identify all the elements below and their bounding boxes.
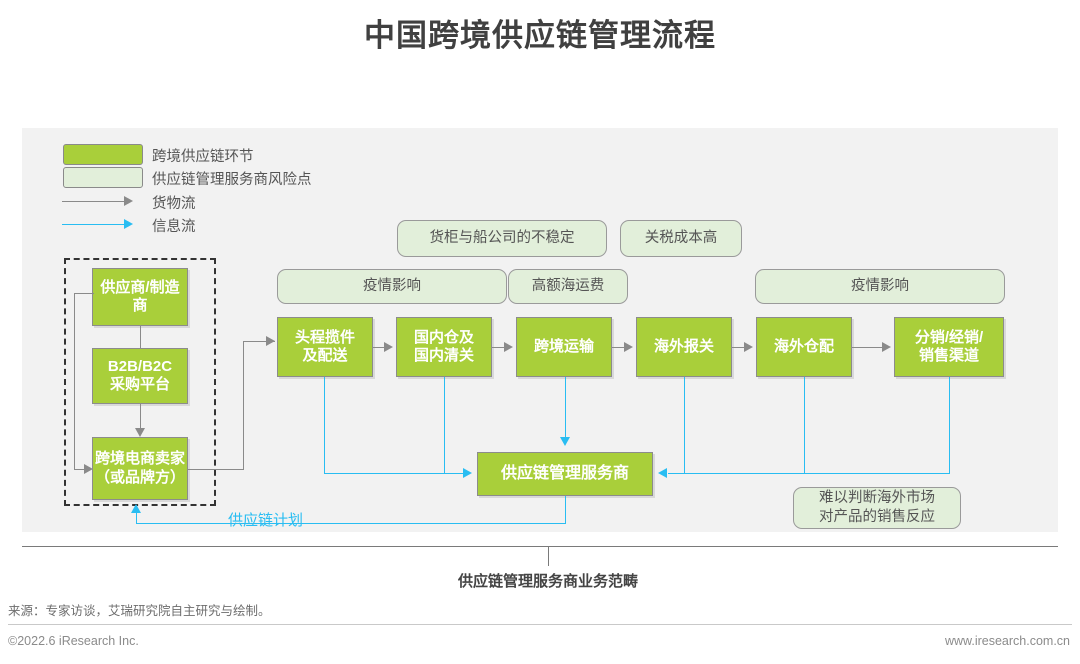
connector-supplier-loop-bottom <box>74 469 88 470</box>
scope-bracket-label: 供应链管理服务商业务范畴 <box>457 573 638 590</box>
legend-arrow-info-head-icon <box>124 219 133 229</box>
connector-seller-up <box>243 341 244 470</box>
infoflow-distribution-down <box>949 377 950 473</box>
node-overseas-declaration-label: 海外报关 <box>653 337 714 355</box>
node-domestic-warehouse[interactable]: 国内仓及 国内清关 <box>396 317 492 377</box>
node-hub-service-provider[interactable]: 供应链管理服务商 <box>477 452 653 496</box>
node-supplier-label: 供应商/制造商 <box>100 278 180 314</box>
connector-p1-p2 <box>373 347 387 348</box>
infoflow-plan-up <box>136 513 137 524</box>
node-seller[interactable]: 跨境电商卖家（或品牌方） <box>92 437 188 500</box>
connector-supplier-loop-side <box>74 293 75 469</box>
node-distribution[interactable]: 分销/经销/ 销售渠道 <box>894 317 1004 377</box>
risk-tariff-label: 关税成本高 <box>644 230 718 247</box>
risk-container-label: 货柜与船公司的不稳定 <box>429 230 575 247</box>
connector-supplier-loop-arrow-icon <box>84 464 93 474</box>
node-overseas-warehouse[interactable]: 海外仓配 <box>756 317 852 377</box>
connector-seller-to-firstmile <box>243 341 275 342</box>
risk-freight: 高额海运费 <box>508 269 628 304</box>
risk-freight-label: 高额海运费 <box>531 278 605 295</box>
legend-arrow-info-icon <box>62 224 124 225</box>
node-hub-label: 供应链管理服务商 <box>500 465 629 483</box>
legend-label-info: 信息流 <box>152 219 196 235</box>
legend-arrow-goods-head-icon <box>124 196 133 206</box>
infoflow-plan-arrow-icon <box>131 504 141 513</box>
node-distribution-label: 分销/经销/ 销售渠道 <box>914 328 984 364</box>
connector-supplier-loop-top <box>74 293 94 294</box>
connector-seller-out <box>188 469 244 470</box>
connector-p5-p6-arrow-icon <box>882 342 891 352</box>
legend-swatch-risk <box>63 167 143 188</box>
connector-p4-p5-arrow-icon <box>744 342 753 352</box>
connector-p2-p3 <box>492 347 506 348</box>
legend-label-node: 跨境供应链环节 <box>152 149 254 165</box>
infoflow-right-to-hub <box>668 473 950 474</box>
scope-bracket-tick <box>548 546 549 566</box>
risk-epidemic-right: 疫情影响 <box>755 269 1005 304</box>
node-purchase-platform[interactable]: B2B/B2C 采购平台 <box>92 348 188 404</box>
supply-chain-plan-label: 供应链计划 <box>228 512 304 529</box>
infoflow-domestic-down <box>444 377 445 473</box>
infoflow-transport-arrow-icon <box>560 437 570 446</box>
website-url: www.iresearch.com.cn <box>944 634 1070 648</box>
page-title: 中国跨境供应链管理流程 <box>364 18 716 53</box>
connector-p5-p6 <box>852 347 882 348</box>
risk-market-label: 难以判断海外市场 对产品的销售反应 <box>819 490 935 525</box>
node-first-mile[interactable]: 头程揽件 及配送 <box>277 317 373 377</box>
node-overseas-declaration[interactable]: 海外报关 <box>636 317 732 377</box>
source-note: 来源：专家访谈，艾瑞研究院自主研究与绘制。 <box>8 604 271 618</box>
connector-p4-p5 <box>732 347 746 348</box>
node-domestic-warehouse-label: 国内仓及 国内清关 <box>413 328 474 364</box>
connector-supplier-to-platform <box>140 326 141 348</box>
node-cross-border-transport-label: 跨境运输 <box>533 337 594 355</box>
risk-epidemic-right-label: 疫情影响 <box>851 278 909 295</box>
connector-p3-p4-arrow-icon <box>624 342 633 352</box>
infoflow-firstmile-down <box>324 377 325 473</box>
risk-container: 货柜与船公司的不稳定 <box>397 220 607 257</box>
risk-tariff: 关税成本高 <box>620 220 742 257</box>
scope-bracket <box>22 546 1058 547</box>
footer-divider <box>8 624 1072 625</box>
node-overseas-warehouse-label: 海外仓配 <box>773 337 834 355</box>
connector-platform-to-seller-arrow-icon <box>135 428 145 437</box>
connector-p3-p4 <box>612 347 626 348</box>
infoflow-left-to-hub-arrow-icon <box>463 468 472 478</box>
node-supplier[interactable]: 供应商/制造商 <box>92 268 188 326</box>
risk-epidemic-left: 疫情影响 <box>277 269 507 304</box>
connector-seller-to-firstmile-arrow-icon <box>266 336 275 346</box>
infoflow-right-to-hub-arrow-icon <box>658 468 667 478</box>
infoflow-hub-down <box>565 496 566 524</box>
infoflow-plan-back <box>136 523 566 524</box>
node-first-mile-label: 头程揽件 及配送 <box>294 328 355 364</box>
connector-platform-to-seller <box>140 404 141 429</box>
legend-swatch-node <box>63 144 143 165</box>
legend-label-risk: 供应链管理服务商风险点 <box>152 172 312 188</box>
node-seller-label: 跨境电商卖家（或品牌方） <box>95 450 186 486</box>
risk-epidemic-left-label: 疫情影响 <box>363 278 421 295</box>
node-purchase-platform-label: B2B/B2C 采购平台 <box>107 357 173 393</box>
legend-label-goods: 货物流 <box>152 196 196 212</box>
infoflow-left-to-hub <box>324 473 466 474</box>
infoflow-overseas-wh-down <box>804 377 805 473</box>
connector-p2-p3-arrow-icon <box>504 342 513 352</box>
risk-market: 难以判断海外市场 对产品的销售反应 <box>793 487 961 529</box>
infoflow-transport-down <box>565 377 566 437</box>
connector-p1-p2-arrow-icon <box>384 342 393 352</box>
copyright-text: ©2022.6 iResearch Inc. <box>8 634 139 648</box>
node-cross-border-transport[interactable]: 跨境运输 <box>516 317 612 377</box>
legend-arrow-goods-icon <box>62 201 124 202</box>
infoflow-declaration-down <box>684 377 685 473</box>
